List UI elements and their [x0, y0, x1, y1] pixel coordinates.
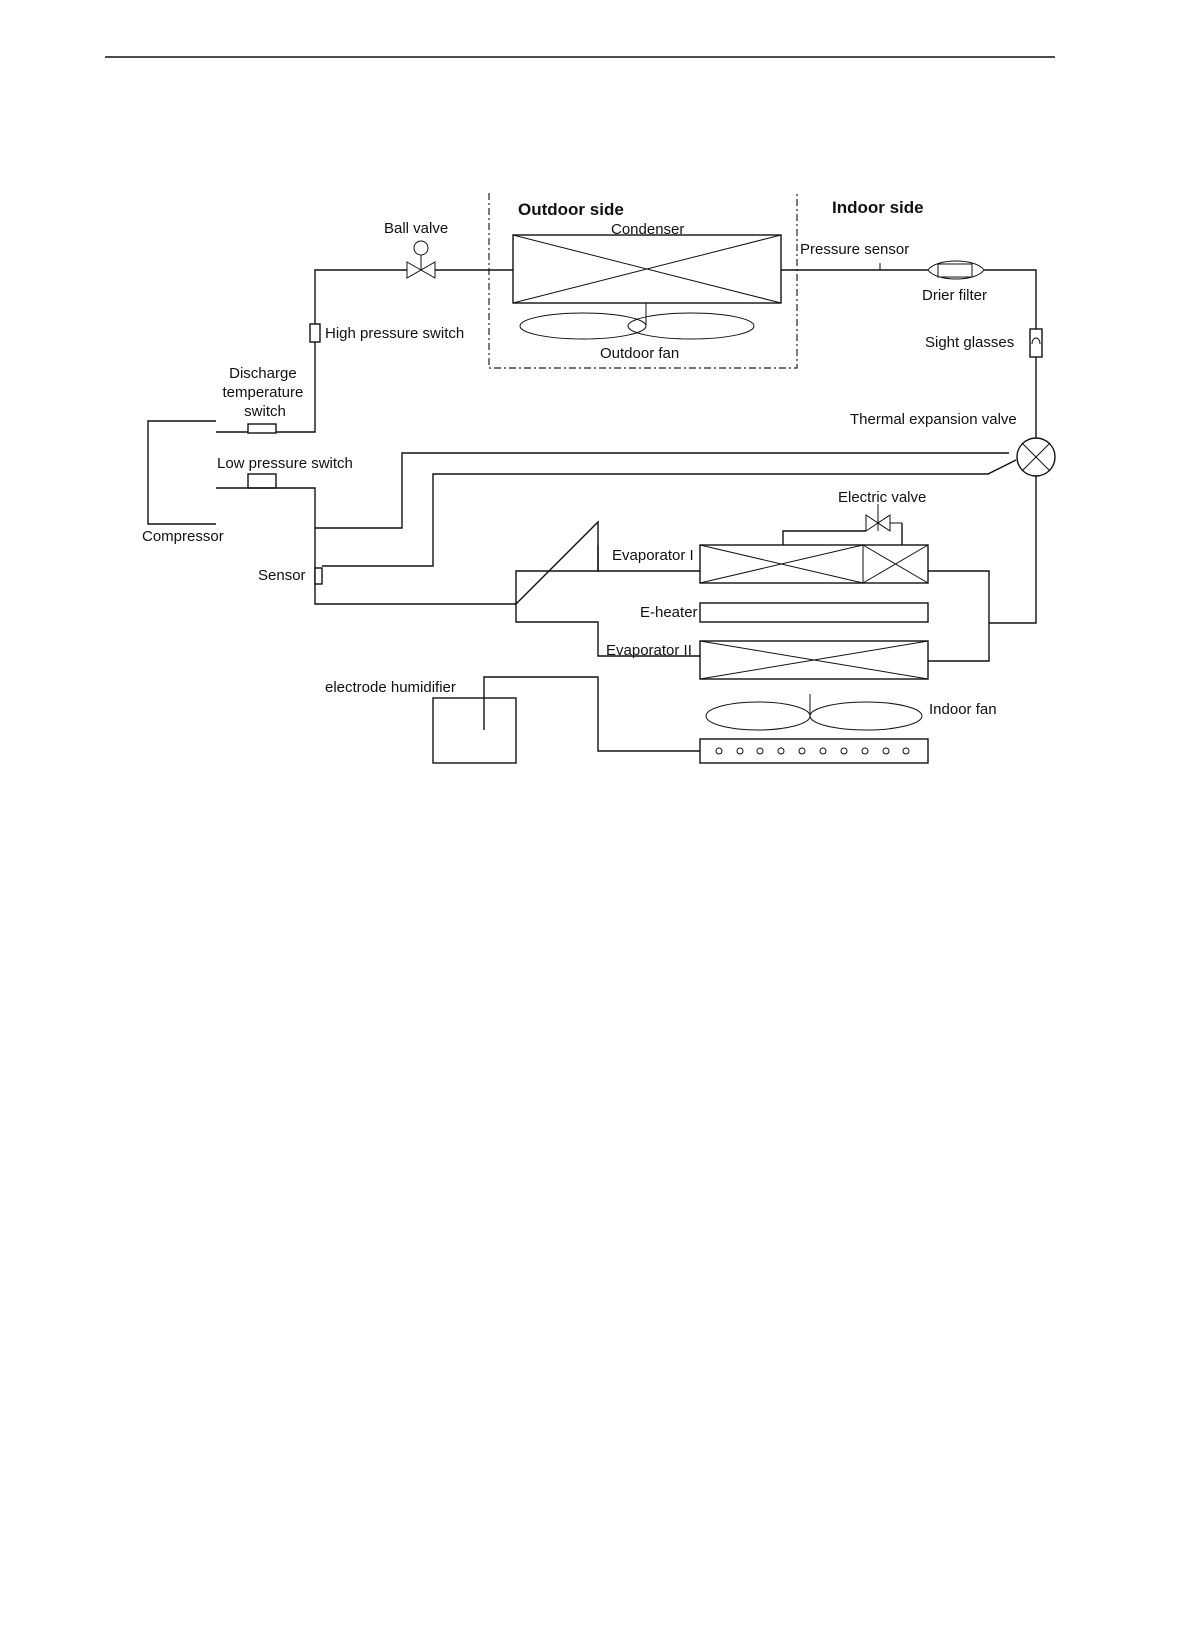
sensor-label: Sensor [258, 567, 306, 584]
electric-valve [866, 504, 902, 531]
evaporator-2-label: Evaporator II [606, 642, 692, 659]
low-pressure-switch-label: Low pressure switch [217, 455, 353, 472]
pressure-sensor-label: Pressure sensor [800, 241, 909, 258]
ball-valve [407, 241, 435, 278]
sensor [315, 568, 322, 584]
high-pressure-switch [310, 324, 320, 342]
thermal-expansion-valve-label: Thermal expansion valve [850, 411, 1017, 428]
eheater [700, 603, 928, 622]
condenser-label: Condenser [611, 221, 684, 238]
outdoor-fan [520, 303, 754, 339]
thermal-expansion-valve [1017, 438, 1055, 476]
electric-valve-label: Electric valve [838, 489, 926, 506]
compressor-label: Compressor [142, 528, 224, 545]
manifold-upper [516, 545, 598, 588]
evaporator-2 [700, 641, 928, 679]
sight-glasses-label: Sight glasses [925, 334, 1014, 351]
high-pressure-switch-label: High pressure switch [325, 325, 464, 342]
discharge-temperature-switch [248, 424, 276, 433]
electrode-humidifier-label: electrode humidifier [325, 679, 456, 696]
evaporator-feed-pipe [928, 476, 1036, 661]
outdoor-side-label: Outdoor side [518, 200, 624, 219]
low-pressure-switch [248, 474, 276, 488]
eheater-label: E-heater [640, 604, 698, 621]
compressor [148, 421, 216, 524]
discharge-temperature-switch-label: Discharge temperature switch [222, 365, 307, 420]
indoor-fan [706, 694, 922, 730]
evaporator-1-label: Evaporator I [612, 547, 694, 564]
evaporator-return-pipe [516, 522, 700, 656]
electric-valve-pipe [783, 523, 902, 545]
sight-glasses [1030, 329, 1042, 357]
indoor-fan-label: Indoor fan [929, 701, 997, 718]
humidifier-distributor [700, 739, 928, 763]
outdoor-fan-label: Outdoor fan [600, 345, 679, 362]
drier-filter-label: Drier filter [922, 287, 987, 304]
drier-filter [928, 261, 984, 279]
suction-pipe [216, 488, 516, 604]
electrode-humidifier [433, 677, 700, 763]
ball-valve-label: Ball valve [384, 220, 448, 237]
indoor-side-label: Indoor side [832, 198, 924, 217]
condenser [513, 235, 781, 303]
evaporator-1 [700, 545, 928, 583]
